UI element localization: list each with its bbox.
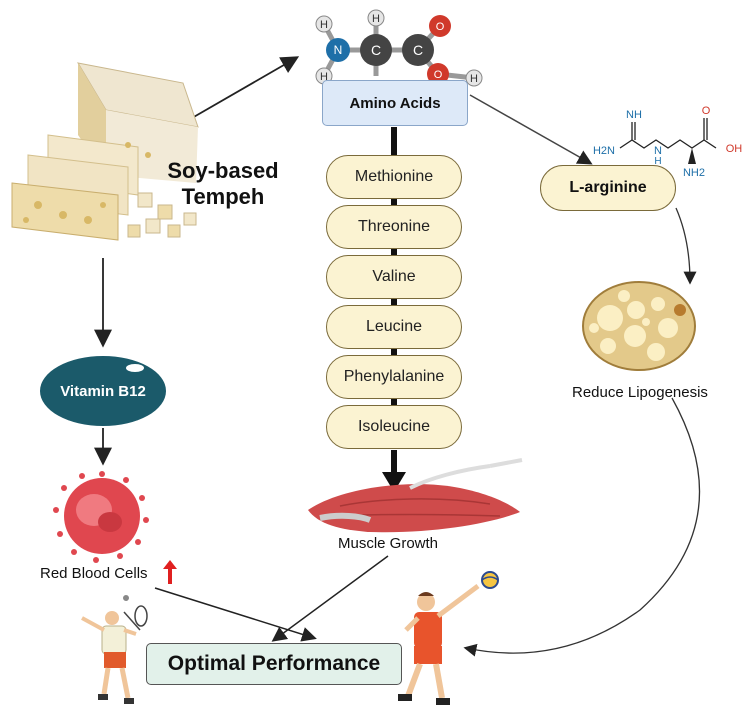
vitamin-highlight — [126, 364, 144, 372]
arrow-rbc-to-performance — [154, 587, 317, 642]
molecule-h4: H — [470, 73, 478, 85]
volleyball-player-icon — [398, 571, 499, 705]
arrow-amino-to-larginine — [469, 94, 593, 165]
amino-pill-phenylalanine: Phenylalanine — [326, 355, 462, 399]
amino-pill-valine: Valine — [326, 255, 462, 299]
amino-pill-methionine: Methionine — [326, 155, 462, 199]
arrow-lipo-to-performance — [463, 397, 701, 657]
red-blood-cells-label: Red Blood Cells — [40, 565, 148, 582]
amino-pill-leucine: Leucine — [326, 305, 462, 349]
molecule-h2: H — [320, 71, 328, 83]
arginine-oh: OH — [726, 143, 743, 155]
increase-arrow-icon — [163, 560, 177, 584]
amino-pill-threonine: Threonine — [326, 205, 462, 249]
molecule-o1: O — [436, 21, 445, 33]
tempeh-illustration — [11, 62, 199, 241]
l-arginine-pill: L-arginine — [540, 165, 676, 211]
amino-acids-box: Amino Acids — [322, 80, 468, 126]
amino-acid-molecule-icon: H H H H N C C O O — [315, 9, 483, 87]
arrow-tempeh-to-amino — [191, 56, 300, 119]
tempeh-label: Soy-based Tempeh — [158, 158, 288, 210]
reduce-lipogenesis-label: Reduce Lipogenesis — [572, 384, 708, 401]
molecule-c1: C — [371, 42, 381, 58]
arginine-nh2: NH2 — [683, 167, 705, 179]
optimal-performance-box: Optimal Performance — [146, 643, 402, 685]
fat-cell-icon — [582, 281, 696, 371]
molecule-c2: C — [413, 42, 423, 58]
red-blood-cell-icon — [53, 471, 149, 563]
arginine-nh: NH — [626, 109, 642, 121]
arrow-muscle-to-performance — [271, 555, 389, 642]
molecule-h1: H — [320, 19, 328, 31]
muscle-icon — [308, 458, 523, 533]
arginine-o: O — [702, 105, 711, 117]
amino-pill-isoleucine: Isoleucine — [326, 405, 462, 449]
arginine-h: H — [654, 156, 661, 167]
molecule-n: N — [334, 43, 343, 57]
muscle-growth-label: Muscle Growth — [338, 535, 439, 552]
badminton-player-icon — [81, 595, 148, 704]
arrow-larginine-to-lipo — [675, 207, 697, 285]
l-arginine-structure-icon: NH H2N N H O OH NH2 — [593, 105, 743, 179]
arginine-h2n: H2N — [593, 145, 615, 157]
molecule-o2: O — [434, 69, 443, 81]
tempeh-label-line1: Soy-based — [167, 158, 279, 183]
vitamin-b12-capsule: Vitamin B12 — [40, 356, 166, 426]
tempeh-label-line2: Tempeh — [181, 184, 265, 209]
molecule-h3: H — [372, 13, 380, 25]
arginine-n: N — [654, 145, 662, 157]
